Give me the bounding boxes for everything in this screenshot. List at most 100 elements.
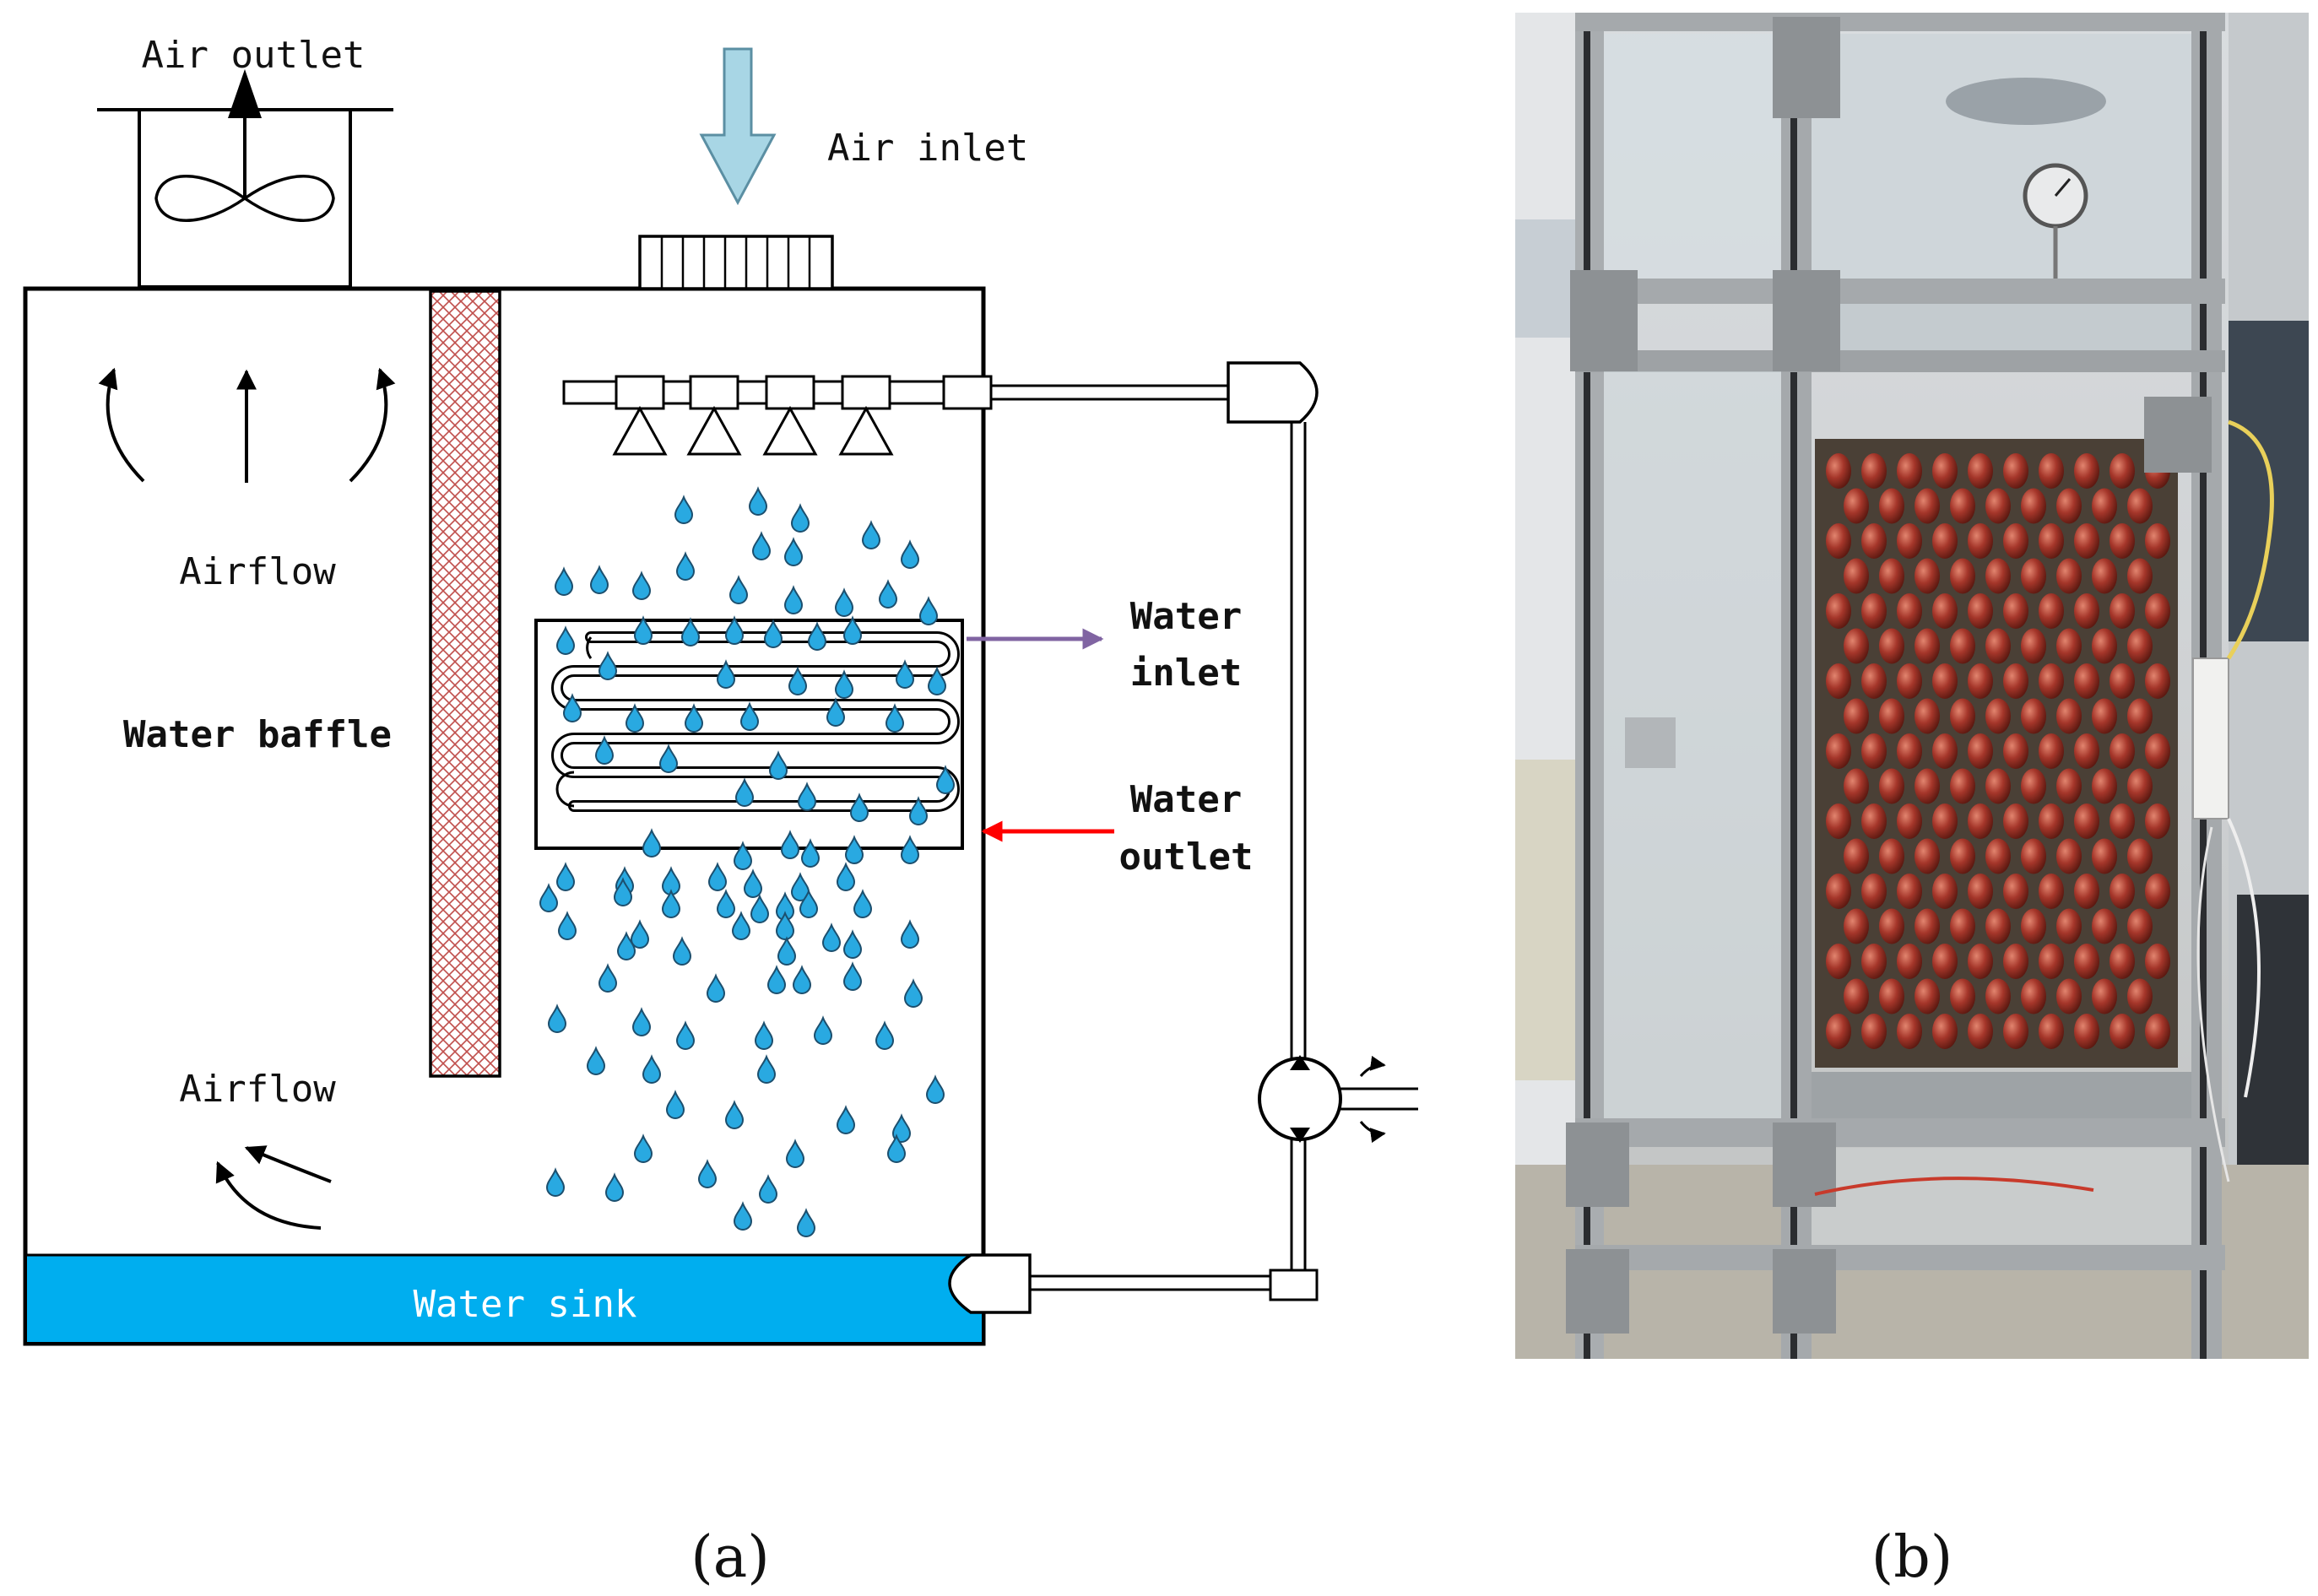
copper-tube <box>1950 978 1975 1014</box>
copper-tube <box>2145 733 2170 769</box>
copper-tube <box>2021 768 2046 804</box>
water-droplet-icon <box>796 1208 816 1237</box>
water-droplet-icon <box>716 659 736 689</box>
copper-tube <box>2145 1014 2170 1049</box>
water-droplet-icon <box>821 922 842 952</box>
copper-tube <box>1844 628 1869 664</box>
water-droplet-icon <box>642 828 662 858</box>
copper-tube <box>1932 874 1958 909</box>
copper-tube <box>1950 698 1975 734</box>
spray-header <box>562 375 993 456</box>
copper-tube <box>1826 803 1851 839</box>
water-droplet-icon <box>642 1054 662 1084</box>
copper-tube <box>1826 453 1851 489</box>
water-droplet-icon <box>750 894 770 923</box>
water-droplet-icon <box>555 862 576 891</box>
copper-tube <box>2092 628 2117 664</box>
water-droplet-icon <box>861 520 881 549</box>
water-droplet-icon <box>900 539 920 569</box>
water-droplet-icon <box>790 503 810 533</box>
water-droplet-icon <box>555 625 576 655</box>
copper-tube <box>2021 698 2046 734</box>
caption-b: (b) <box>1871 1524 1953 1591</box>
water-droplet-icon <box>763 619 783 648</box>
water-droplet-icon <box>792 965 812 994</box>
water-droplet-icon <box>826 697 846 727</box>
copper-tube <box>1844 908 1869 944</box>
copper-tube <box>2145 663 2170 699</box>
water-droplet-icon <box>780 830 800 859</box>
water-droplet-icon <box>754 1020 774 1050</box>
copper-tube <box>1826 944 1851 979</box>
copper-tube <box>1897 944 1922 979</box>
water-droplet-icon <box>790 872 810 901</box>
copper-tube <box>1897 803 1922 839</box>
copper-tube <box>2039 663 2064 699</box>
water-droplet-icon <box>743 868 763 898</box>
water-droplet-icon <box>706 973 726 1003</box>
copper-tube <box>1985 838 2011 874</box>
copper-tube <box>2021 908 2046 944</box>
copper-tube <box>1897 523 1922 559</box>
copper-tube <box>1968 874 1993 909</box>
water-droplet-icon <box>684 703 704 733</box>
copper-tube <box>2003 593 2028 629</box>
water-droplet-icon <box>783 537 804 566</box>
water-droplet-icon <box>707 862 728 891</box>
water-droplet-icon <box>834 669 854 699</box>
copper-tube <box>1844 768 1869 804</box>
water-droplet-icon <box>728 575 749 604</box>
copper-tube <box>2074 453 2099 489</box>
copper-tube <box>1861 663 1887 699</box>
copper-tube <box>1968 1014 1993 1049</box>
water-droplet-icon <box>853 889 873 918</box>
copper-tube <box>1915 488 1940 524</box>
copper-tube <box>1826 663 1851 699</box>
copper-tube <box>2003 944 2028 979</box>
pressure-gauge <box>2023 163 2088 279</box>
copper-tube <box>1879 908 1904 944</box>
copper-tube <box>1915 628 1940 664</box>
water-droplet-icon <box>562 693 582 722</box>
water-droplet-icon <box>733 841 753 870</box>
copper-tube <box>1844 488 1869 524</box>
water-droplet-icon <box>675 551 696 581</box>
water-droplet-icon <box>797 782 817 811</box>
water-inlet-label-line2: inlet <box>1130 652 1242 695</box>
water-droplet-icon <box>900 835 920 864</box>
water-baffle-label: Water baffle <box>123 713 392 756</box>
water-droplet-icon <box>927 666 947 695</box>
water-droplet-icon <box>557 911 577 940</box>
copper-tube <box>2145 593 2170 629</box>
water-droplet-icon <box>885 703 905 733</box>
water-outlet-label-line2: outlet <box>1119 836 1254 879</box>
copper-tube <box>1861 523 1887 559</box>
copper-tube <box>1985 768 2011 804</box>
air-inlet-grille <box>638 235 834 290</box>
copper-tube <box>2145 803 2170 839</box>
copper-tube <box>2092 488 2117 524</box>
water-droplet-icon <box>900 919 920 949</box>
copper-tube <box>2039 593 2064 629</box>
copper-tube <box>1861 1014 1887 1049</box>
water-droplet-icon <box>836 862 856 891</box>
copper-tube <box>2074 523 2099 559</box>
copper-tube <box>1932 453 1958 489</box>
water-droplet-icon <box>539 883 559 912</box>
copper-tube <box>1879 838 1904 874</box>
copper-tube <box>2056 838 2082 874</box>
tower-body <box>23 286 986 1346</box>
copper-tube <box>1826 733 1851 769</box>
copper-tube <box>2056 978 2082 1014</box>
water-droplet-icon <box>775 911 795 940</box>
copper-tube <box>1844 838 1869 874</box>
air-inlet-arrow-icon <box>699 47 777 206</box>
copper-tube <box>1826 874 1851 909</box>
copper-tube <box>2039 874 2064 909</box>
water-droplet-icon <box>733 1201 753 1231</box>
water-droplet-icon <box>895 659 915 689</box>
copper-tube <box>1826 1014 1851 1049</box>
water-droplet-icon <box>834 587 854 617</box>
copper-tube <box>2074 663 2099 699</box>
water-droplet-icon <box>547 1004 567 1033</box>
